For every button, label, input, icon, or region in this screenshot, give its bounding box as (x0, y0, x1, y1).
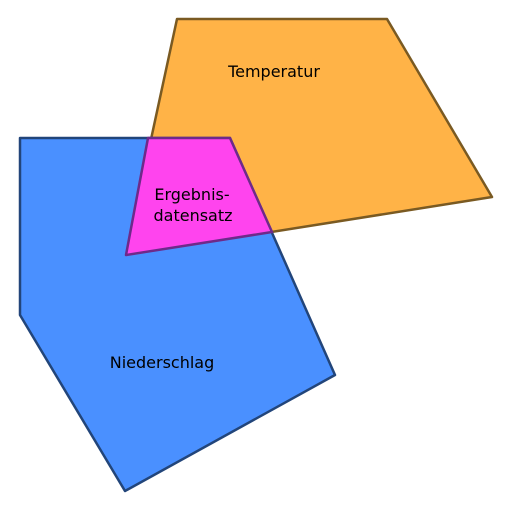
temperature-label: Temperatur (227, 62, 320, 81)
result-intersection-polygon (124, 136, 274, 257)
precipitation-label: Niederschlag (110, 353, 215, 372)
result-label-line2: datensatz (153, 206, 232, 225)
result-label-line1: Ergebnis- (154, 185, 229, 204)
